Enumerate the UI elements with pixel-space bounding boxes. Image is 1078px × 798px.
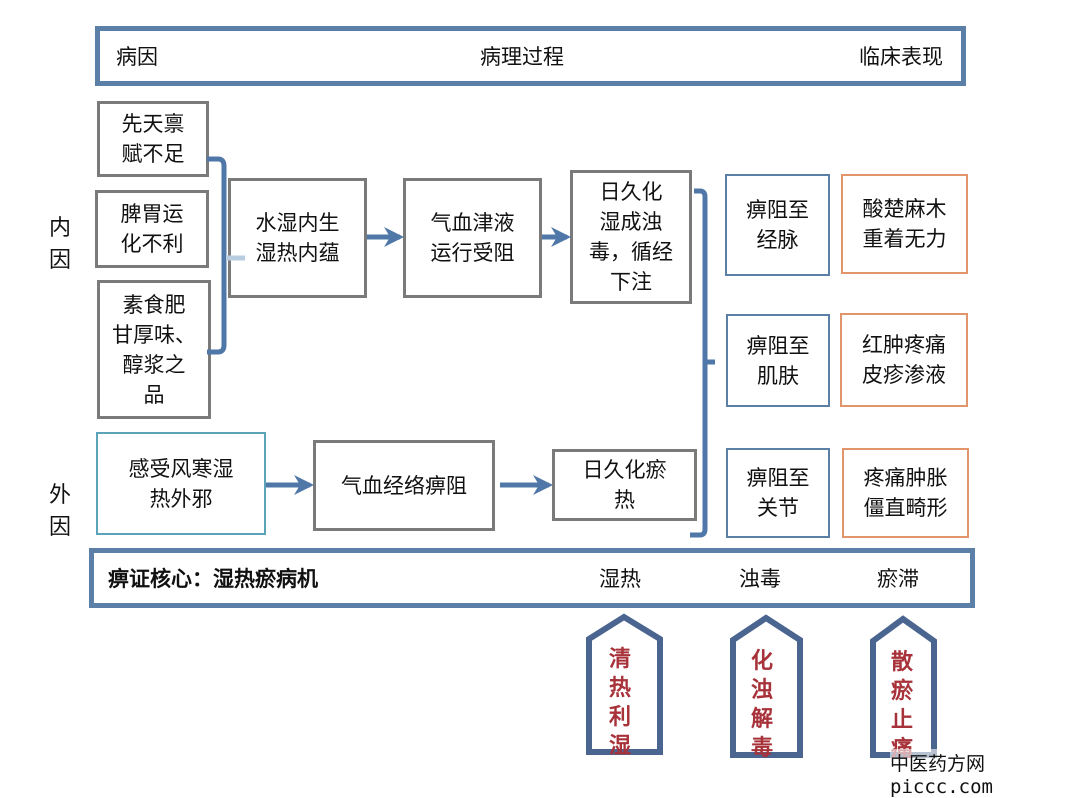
damp-heat-box: 水湿内生 湿热内蕴 xyxy=(228,178,367,298)
watermark-text: 中医药方网 piccc.com xyxy=(890,753,993,798)
treatment-text: 散瘀止痛 xyxy=(890,650,913,762)
location-text: 痹阻至 经脉 xyxy=(746,198,809,252)
symptom-skin: 红肿疼痛 皮疹渗液 xyxy=(840,313,968,407)
cause-text: 脾胃运 化不利 xyxy=(120,202,184,256)
symptom-text: 疼痛肿胀 僵直畸形 xyxy=(863,466,948,520)
meridian-obstruction-box: 气血经络痹阻 xyxy=(313,440,495,531)
process-text: 日久化瘀 热 xyxy=(582,458,667,512)
internal-cause-label: 内因 xyxy=(47,213,73,277)
external-cause-label: 外因 xyxy=(47,480,73,544)
core-item-damp-heat: 湿热 xyxy=(599,567,641,591)
symptom-meridian: 酸楚麻木 重着无力 xyxy=(841,174,968,274)
treatment-text: 清热利湿 xyxy=(608,647,631,759)
location-skin: 痹阻至 肌肤 xyxy=(726,314,830,407)
treatment-clear-heat: 清热利湿 xyxy=(607,645,633,761)
core-item-turbid-toxin: 浊毒 xyxy=(739,567,781,591)
internal-cause-spleen: 脾胃运 化不利 xyxy=(95,190,209,268)
treatment-resolve-turbidity: 化浊解毒 xyxy=(749,647,775,763)
location-text: 痹阻至 关节 xyxy=(746,466,810,520)
process-text: 水湿内生 湿热内蕴 xyxy=(255,211,340,265)
cause-text: 素食肥 甘厚味、 醇浆之 品 xyxy=(112,292,196,407)
core-item-stasis: 瘀滞 xyxy=(877,567,919,591)
symptom-joint: 疼痛肿胀 僵直畸形 xyxy=(842,448,969,538)
location-joint: 痹阻至 关节 xyxy=(726,448,830,538)
external-pathogen-box: 感受风寒湿 热外邪 xyxy=(96,432,266,535)
symptom-text: 红肿疼痛 皮疹渗液 xyxy=(862,333,946,387)
qi-blood-obstruction-box: 气血津液 运行受阻 xyxy=(403,178,542,298)
stasis-heat-box: 日久化瘀 热 xyxy=(552,449,697,521)
core-label: 痹证核心：湿热瘀病机 xyxy=(108,566,318,591)
process-text: 日久化 湿成浊 毒，循经 下注 xyxy=(589,180,673,294)
external-cause-text: 外因 xyxy=(48,483,71,540)
treatment-disperse-stasis: 散瘀止痛 xyxy=(889,648,915,764)
header-band: 病因 病理过程 临床表现 xyxy=(95,26,966,86)
internal-cause-diet: 素食肥 甘厚味、 醇浆之 品 xyxy=(97,280,211,419)
turbid-toxin-box: 日久化 湿成浊 毒，循经 下注 xyxy=(570,170,692,304)
header-process: 病理过程 xyxy=(480,45,564,69)
location-meridian: 痹阻至 经脉 xyxy=(725,174,830,276)
symptom-text: 酸楚麻木 重着无力 xyxy=(862,197,947,251)
internal-cause-congenital: 先天禀 赋不足 xyxy=(97,101,209,177)
process-text: 气血经络痹阻 xyxy=(341,473,467,498)
cause-text: 先天禀 赋不足 xyxy=(121,112,185,166)
core-band: 痹证核心：湿热瘀病机 湿热 浊毒 瘀滞 xyxy=(89,548,975,608)
location-text: 痹阻至 肌肤 xyxy=(746,333,810,388)
process-text: 感受风寒湿 热外邪 xyxy=(128,456,234,511)
header-cause: 病因 xyxy=(116,45,158,69)
watermark: 中医药方网 piccc.com xyxy=(890,749,1078,798)
process-text: 气血津液 运行受阻 xyxy=(430,211,515,265)
treatment-text: 化浊解毒 xyxy=(750,649,773,761)
internal-cause-text: 内因 xyxy=(48,216,71,273)
header-manifestation: 临床表现 xyxy=(859,45,943,69)
